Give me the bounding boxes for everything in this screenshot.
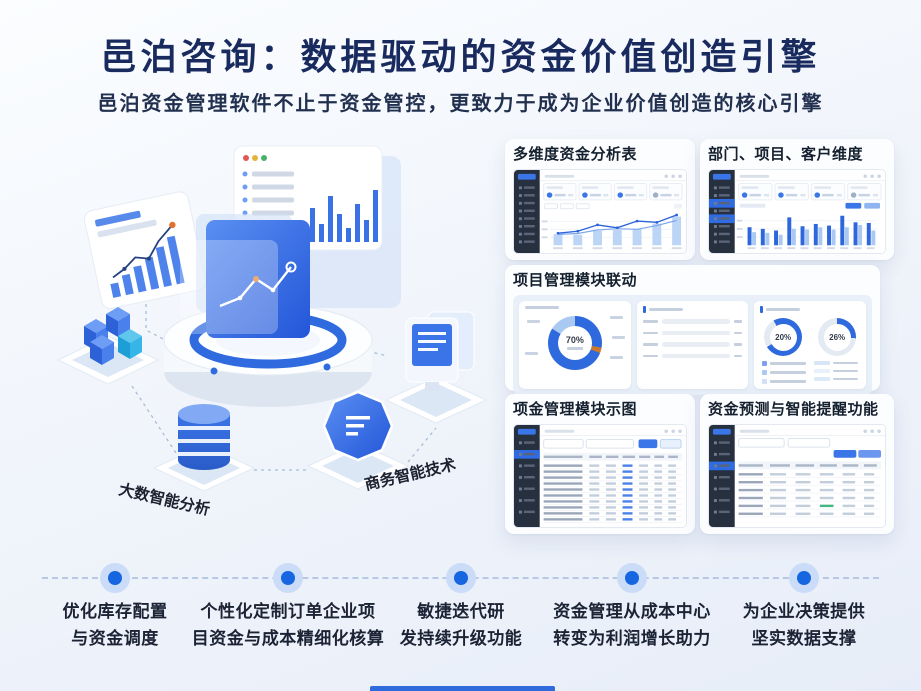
mini-dashboard-module-view — [513, 424, 687, 528]
ring-chart-2: 26% — [818, 318, 857, 356]
cubes-platform — [56, 307, 160, 385]
panel-title: 部门、项目、客户维度 — [708, 146, 864, 163]
panel-multi-dim-analysis: 多维度资金分析表 — [505, 139, 695, 260]
browser-bar-chart — [310, 190, 378, 242]
ring-chart-1: 20% — [764, 318, 803, 356]
mini-dashboard-dimensions — [708, 169, 886, 254]
panel-module-linkage: 项目管理模块联动 70% — [505, 265, 880, 395]
timeline-dot-4 — [617, 563, 647, 593]
donut-chart: 70% — [547, 316, 602, 370]
main-blue-screen — [206, 220, 310, 338]
window-dot-green — [261, 155, 267, 161]
donut-center-value: 70% — [565, 335, 584, 346]
mini-dashboard-forecast — [708, 424, 886, 528]
panel-module-view: 项金管理模块示图 — [505, 394, 695, 534]
card-title-bar — [766, 308, 801, 311]
progress-card — [636, 301, 749, 389]
timeline-dot-2 — [273, 563, 303, 593]
linkage-cards: 70% 20% 26% — [513, 295, 872, 395]
timeline-dot-3 — [446, 563, 476, 593]
timeline-item-3: 敏捷迭代研发持续升级功能 — [399, 602, 523, 648]
timeline-dot-1 — [100, 563, 130, 593]
panel-title: 资金预测与智能提醒功能 — [708, 401, 879, 418]
window-dot-yellow — [252, 155, 258, 161]
cube — [90, 335, 114, 365]
panel-forecast-alerts: 资金预测与智能提醒功能 — [700, 394, 894, 534]
page-subtitle: 邑泊资金管理软件不止于资金管控，更致力于成为企业价值创造的核心引擎 — [97, 93, 824, 115]
donut-card: 70% — [519, 301, 631, 389]
panel-dimensions: 部门、项目、客户维度 — [700, 139, 894, 260]
timeline-dot-5 — [789, 563, 819, 593]
monitor-platform — [384, 311, 488, 424]
timeline-item-5: 为企业决策提供坚实数据支撑 — [742, 602, 866, 648]
ring2-value: 26% — [823, 323, 851, 351]
page-title: 邑泊咨询：数据驱动的资金价值创造引擎 — [100, 36, 821, 77]
cube-teal — [118, 329, 142, 359]
window-dot-red — [243, 155, 249, 161]
timeline-item-1: 优化库存配置与资金调度 — [62, 602, 168, 648]
bottom-accent-bar — [370, 686, 555, 691]
ring-legends — [760, 356, 860, 384]
timeline-item-2: 个性化定制订单企业项目资金与成本精细化核算 — [191, 602, 385, 648]
cube — [106, 307, 130, 337]
progress-bars — [642, 316, 743, 358]
glass-screen-front — [180, 240, 278, 334]
ring1-value: 20% — [769, 323, 797, 351]
rings-card: 20% 26% — [754, 301, 867, 389]
donut-sub-label — [566, 347, 583, 350]
panel-title: 项金管理模块示图 — [513, 401, 638, 418]
orange-data-point — [169, 221, 176, 229]
mini-dashboard-multi-dim — [513, 169, 687, 254]
panel-title: 多维度资金分析表 — [513, 146, 638, 163]
database-platform — [152, 404, 256, 492]
isometric-illustration: 大数智能分析 商务智能技术 — [56, 145, 488, 519]
shield-icon — [322, 390, 394, 462]
card-title-bar — [525, 306, 559, 309]
shield-platform — [306, 390, 410, 490]
database-icon — [178, 404, 230, 470]
timeline-item-4: 资金管理从成本中心转变为利润增长助力 — [553, 602, 711, 648]
orange-node — [253, 276, 259, 282]
monitor-icon — [405, 317, 459, 391]
panel-title: 项目管理模块联动 — [513, 272, 638, 289]
card-title-bar — [648, 308, 683, 311]
pedestal — [163, 304, 373, 407]
